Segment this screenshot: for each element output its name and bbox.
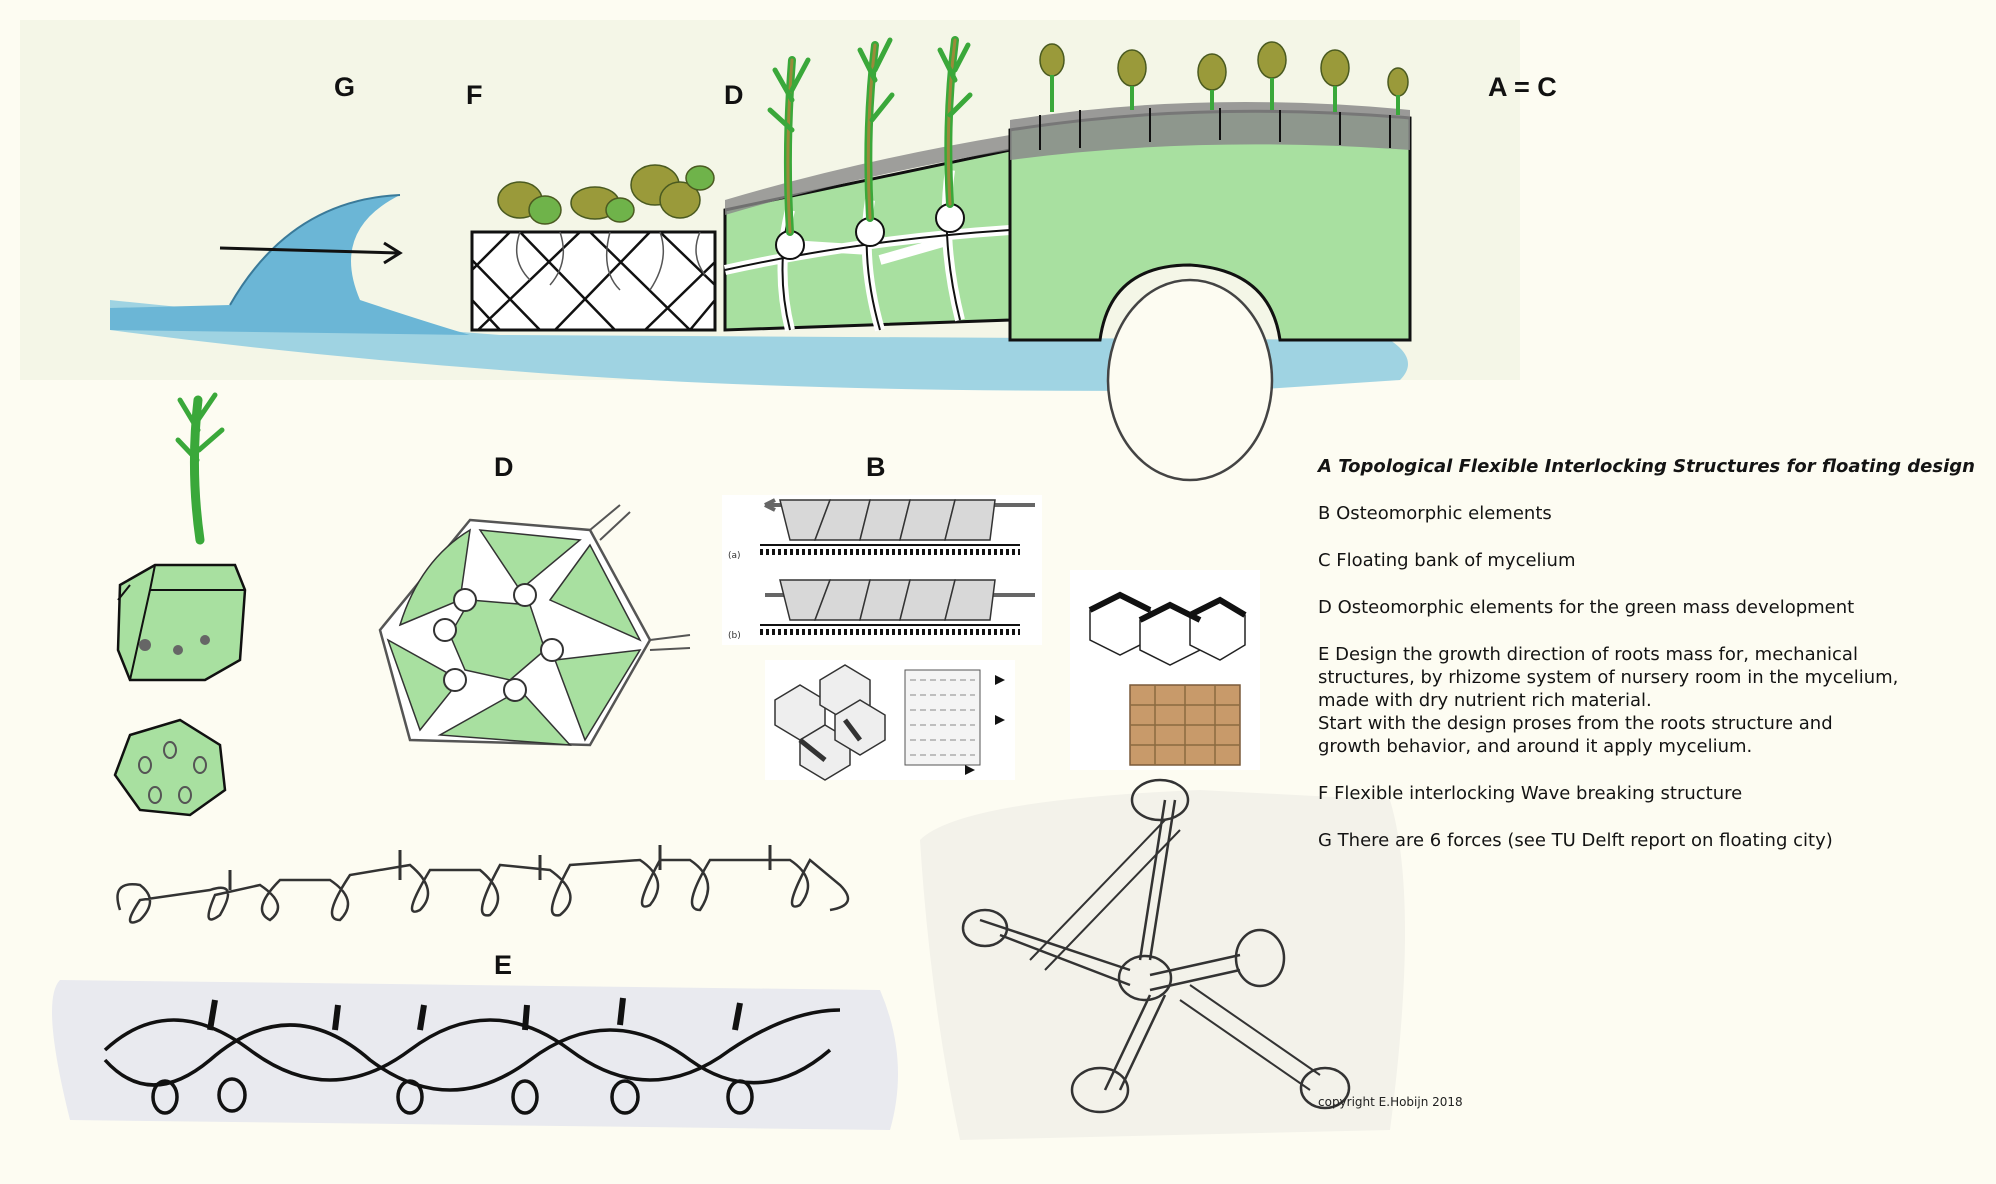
legend-item: E Design the growth direction of roots m…	[1318, 643, 1978, 758]
copyright: copyright E.Hobijn 2018	[1318, 1095, 1463, 1109]
inset-label-a: (a)	[728, 551, 741, 561]
bottom-wash	[52, 980, 898, 1130]
legend-item: C Floating bank of mycelium	[1318, 549, 1978, 572]
label-e-bottom: E	[494, 950, 512, 981]
legend-item: B Osteomorphic elements	[1318, 502, 1978, 525]
arch-opening	[1108, 280, 1272, 480]
label-f-top: F	[466, 80, 483, 111]
legend-line: A Topological Flexible Interlocking Stru…	[1318, 455, 1978, 478]
label-b-mid: B	[866, 452, 886, 483]
stepped-blocks-panel	[1070, 570, 1260, 770]
legend-line: Start with the design proses from the ro…	[1318, 712, 1978, 735]
label-g-top: G	[334, 72, 355, 103]
legend-item: D Osteomorphic elements for the green ma…	[1318, 596, 1978, 619]
label-ac-top: A = C	[1488, 72, 1557, 103]
legend-line: structures, by rhizome system of nursery…	[1318, 666, 1978, 689]
legend-line: C Floating bank of mycelium	[1318, 549, 1978, 572]
legend-line: F Flexible interlocking Wave breaking st…	[1318, 782, 1978, 805]
legend-item: G There are 6 forces (see TU Delft repor…	[1318, 829, 1978, 852]
inset-label-b: (b)	[728, 631, 741, 641]
interlocking-blocks-panel	[765, 660, 1015, 780]
label-d-top: D	[724, 80, 744, 111]
label-d-mid: D	[494, 452, 514, 483]
legend-item: F Flexible interlocking Wave breaking st…	[1318, 782, 1978, 805]
legend-line: E Design the growth direction of roots m…	[1318, 643, 1978, 666]
legend-line: D Osteomorphic elements for the green ma…	[1318, 596, 1978, 619]
osteomorphic-diagram-panel: (a) (b)	[722, 495, 1042, 645]
legend-item: A Topological Flexible Interlocking Stru…	[1318, 455, 1978, 478]
legend-line: made with dry nutrient rich material.	[1318, 689, 1978, 712]
legend: A Topological Flexible Interlocking Stru…	[1318, 455, 1978, 876]
legend-line: growth behavior, and around it apply myc…	[1318, 735, 1978, 758]
legend-line: G There are 6 forces (see TU Delft repor…	[1318, 829, 1978, 852]
legend-line: B Osteomorphic elements	[1318, 502, 1978, 525]
wave-breaking-mesh	[472, 232, 715, 330]
